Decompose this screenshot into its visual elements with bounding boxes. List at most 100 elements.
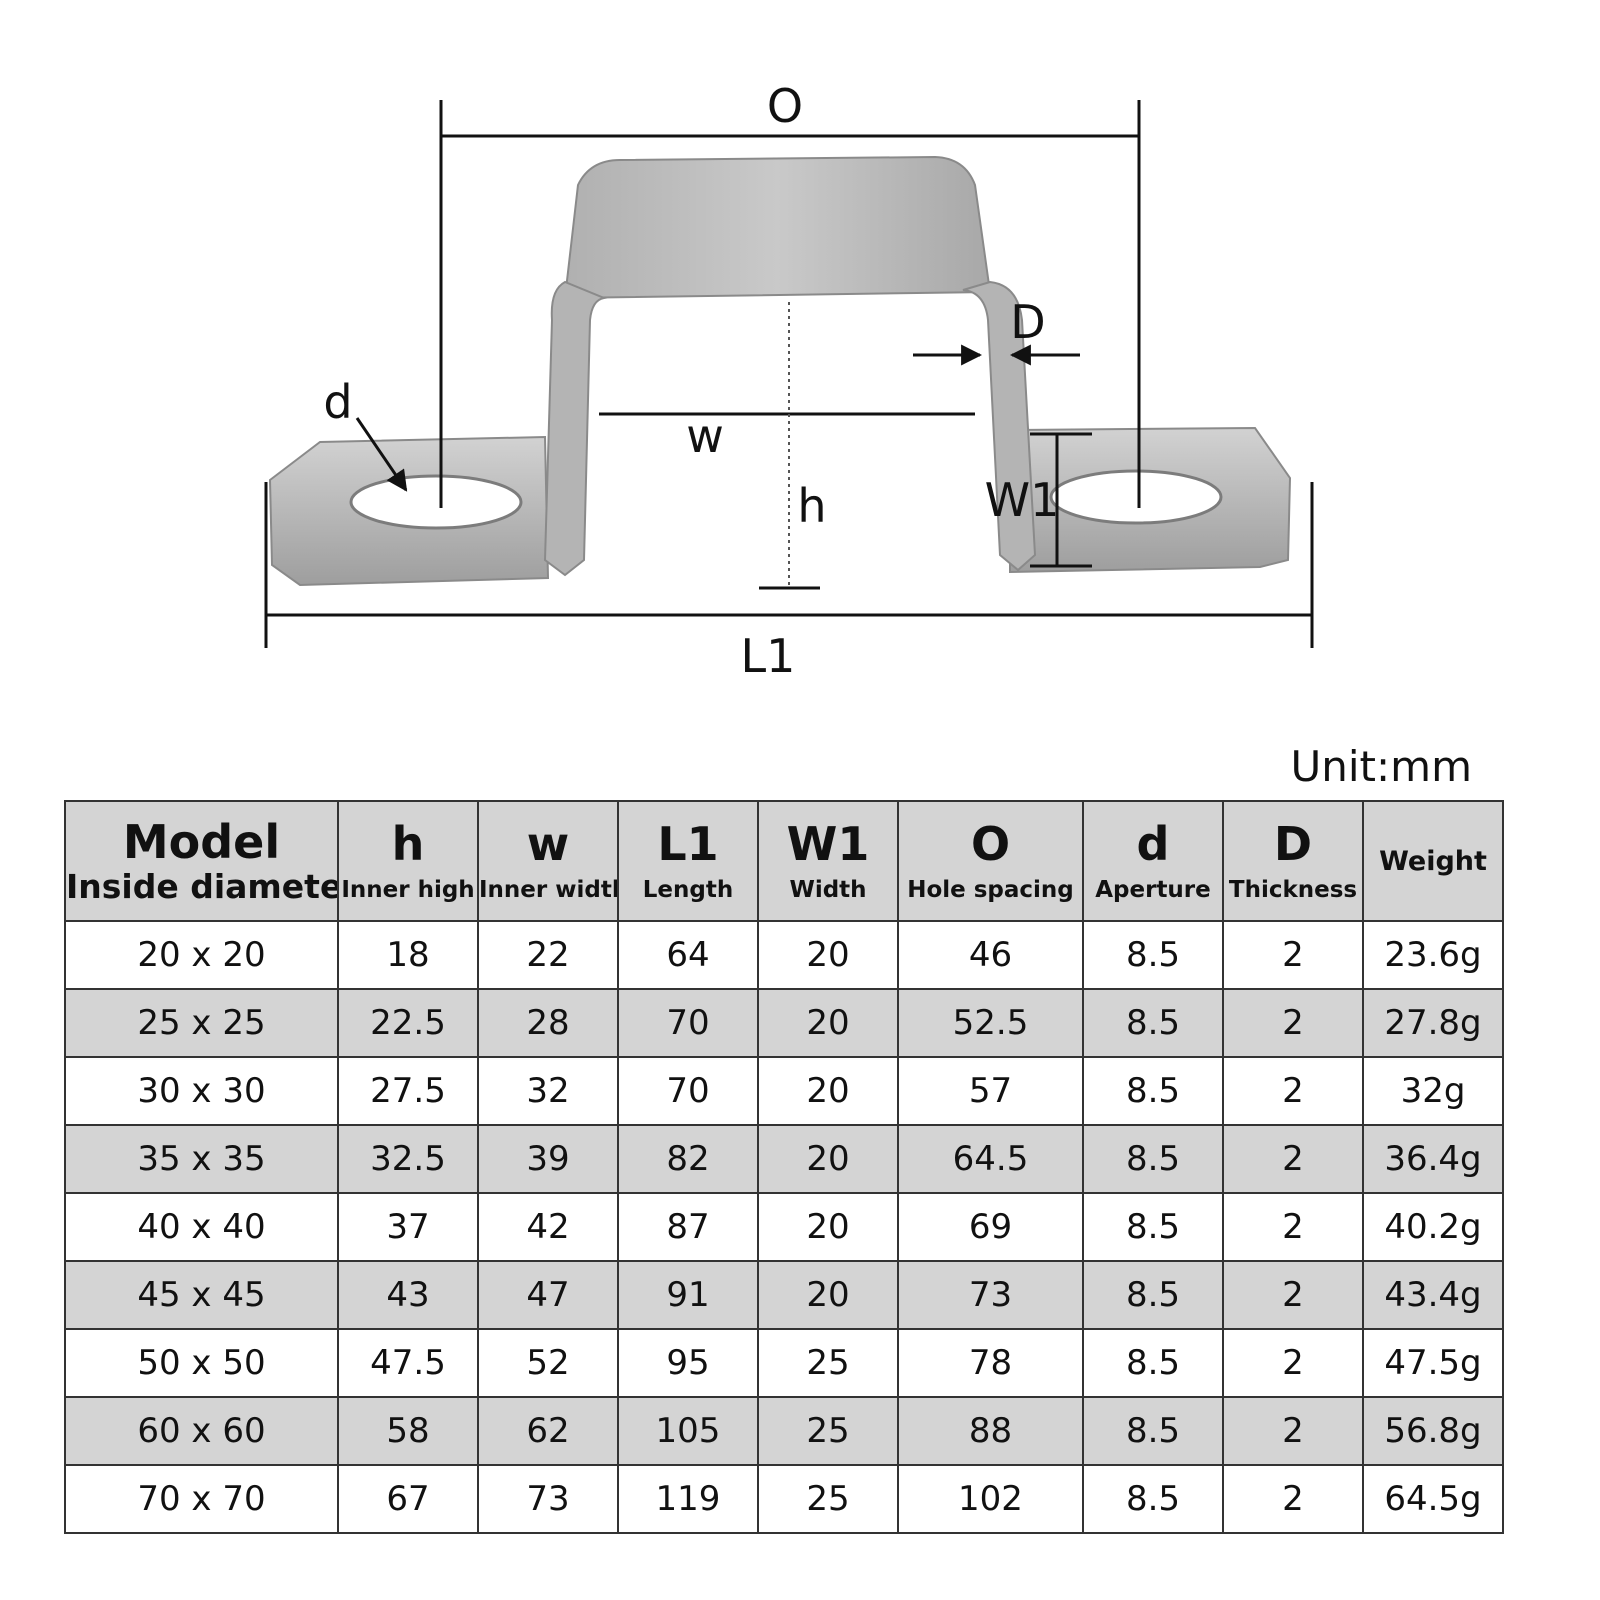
weight-cell: 43.4g (1362, 1260, 1504, 1330)
table-cell: 67 (337, 1464, 479, 1534)
col-header-main: D (1273, 817, 1313, 871)
table-header-row: Model Inside diameter h Inner high w Inn… (64, 800, 1504, 922)
label-D: D (1010, 295, 1045, 349)
table-cell: 88 (897, 1396, 1084, 1466)
table-cell: 2 (1222, 920, 1364, 990)
u-bracket-part (268, 155, 1292, 587)
weight-cell: 56.8g (1362, 1396, 1504, 1466)
table-cell: 8.5 (1082, 1328, 1224, 1398)
table-cell: 64.5 (897, 1124, 1084, 1194)
weight-cell: 40.2g (1362, 1192, 1504, 1262)
col-header-main: W1 (786, 817, 870, 871)
table-cell: 20 (757, 988, 899, 1058)
table-cell: 46 (897, 920, 1084, 990)
table-cell: 52 (477, 1328, 619, 1398)
table-cell: 82 (617, 1124, 759, 1194)
col-header-w: w Inner width (477, 800, 619, 922)
table-cell: 69 (897, 1192, 1084, 1262)
table-cell: 18 (337, 920, 479, 990)
col-header-main: O (970, 817, 1011, 871)
col-header-main: L1 (657, 817, 719, 871)
table-cell: 2 (1222, 1260, 1364, 1330)
col-header-sub: Inner high (341, 877, 475, 903)
table-cell: 70 (617, 1056, 759, 1126)
table-cell: 87 (617, 1192, 759, 1262)
label-W1: W1 (985, 473, 1060, 527)
table-cell: 2 (1222, 1124, 1364, 1194)
col-header-h: h Inner high (337, 800, 479, 922)
table-cell: 64 (617, 920, 759, 990)
table-cell: 8.5 (1082, 1124, 1224, 1194)
label-d: d (323, 375, 352, 429)
table-cell: 37 (337, 1192, 479, 1262)
table-cell: 20 (757, 920, 899, 990)
weight-cell: 27.8g (1362, 988, 1504, 1058)
table-cell: 2 (1222, 1396, 1364, 1466)
label-L1: L1 (741, 629, 796, 683)
table-cell: 8.5 (1082, 1260, 1224, 1330)
table-cell: 42 (477, 1192, 619, 1262)
weight-cell: 23.6g (1362, 920, 1504, 990)
weight-cell: 64.5g (1362, 1464, 1504, 1534)
table-cell: 73 (897, 1260, 1084, 1330)
table-cell: 2 (1222, 1464, 1364, 1534)
model-cell: 20 x 20 (64, 920, 339, 990)
unit-label: Unit:mm (1290, 742, 1472, 791)
table-cell: 2 (1222, 1192, 1364, 1262)
weight-cell: 47.5g (1362, 1328, 1504, 1398)
table-cell: 78 (897, 1328, 1084, 1398)
table-cell: 8.5 (1082, 988, 1224, 1058)
col-header-sub: Weight (1379, 845, 1487, 877)
bracket-dimension-diagram: O D d w h W1 L1 (264, 79, 1314, 683)
table-cell: 2 (1222, 1328, 1364, 1398)
model-cell: 45 x 45 (64, 1260, 339, 1330)
table-cell: 47 (477, 1260, 619, 1330)
col-header-D: D Thickness (1222, 800, 1364, 922)
table-cell: 28 (477, 988, 619, 1058)
model-cell: 70 x 70 (64, 1464, 339, 1534)
dimension-lines (264, 100, 1314, 648)
table-cell: 8.5 (1082, 1464, 1224, 1534)
col-header-main: Model (122, 815, 281, 869)
weight-cell: 36.4g (1362, 1124, 1504, 1194)
col-header-W1: W1 Width (757, 800, 899, 922)
table-cell: 20 (757, 1260, 899, 1330)
table-cell: 2 (1222, 988, 1364, 1058)
table-cell: 8.5 (1082, 1396, 1224, 1466)
col-header-O: O Hole spacing (897, 800, 1084, 922)
col-header-sub: Inner width (479, 877, 618, 903)
table-cell: 57 (897, 1056, 1084, 1126)
table-cell: 8.5 (1082, 920, 1224, 990)
table-cell: 22 (477, 920, 619, 990)
col-header-sub: Hole spacing (907, 877, 1074, 903)
table-cell: 8.5 (1082, 1192, 1224, 1262)
col-header-main: h (391, 817, 425, 871)
table-cell: 25 (757, 1464, 899, 1534)
model-cell: 60 x 60 (64, 1396, 339, 1466)
label-O: O (767, 79, 803, 133)
col-header-main: d (1136, 817, 1170, 871)
model-cell: 40 x 40 (64, 1192, 339, 1262)
col-header-d: d Aperture (1082, 800, 1224, 922)
table-cell: 43 (337, 1260, 479, 1330)
col-header-main: w (526, 817, 570, 871)
col-header-sub: Width (789, 877, 867, 903)
table-cell: 58 (337, 1396, 479, 1466)
col-header-L1: L1 Length (617, 800, 759, 922)
table-cell: 47.5 (337, 1328, 479, 1398)
table-cell: 20 (757, 1124, 899, 1194)
table-cell: 73 (477, 1464, 619, 1534)
col-header-model: Model Inside diameter (64, 800, 339, 922)
table-cell: 70 (617, 988, 759, 1058)
table-cell: 95 (617, 1328, 759, 1398)
table-cell: 32.5 (337, 1124, 479, 1194)
col-header-sub: Inside diameter (66, 867, 338, 906)
